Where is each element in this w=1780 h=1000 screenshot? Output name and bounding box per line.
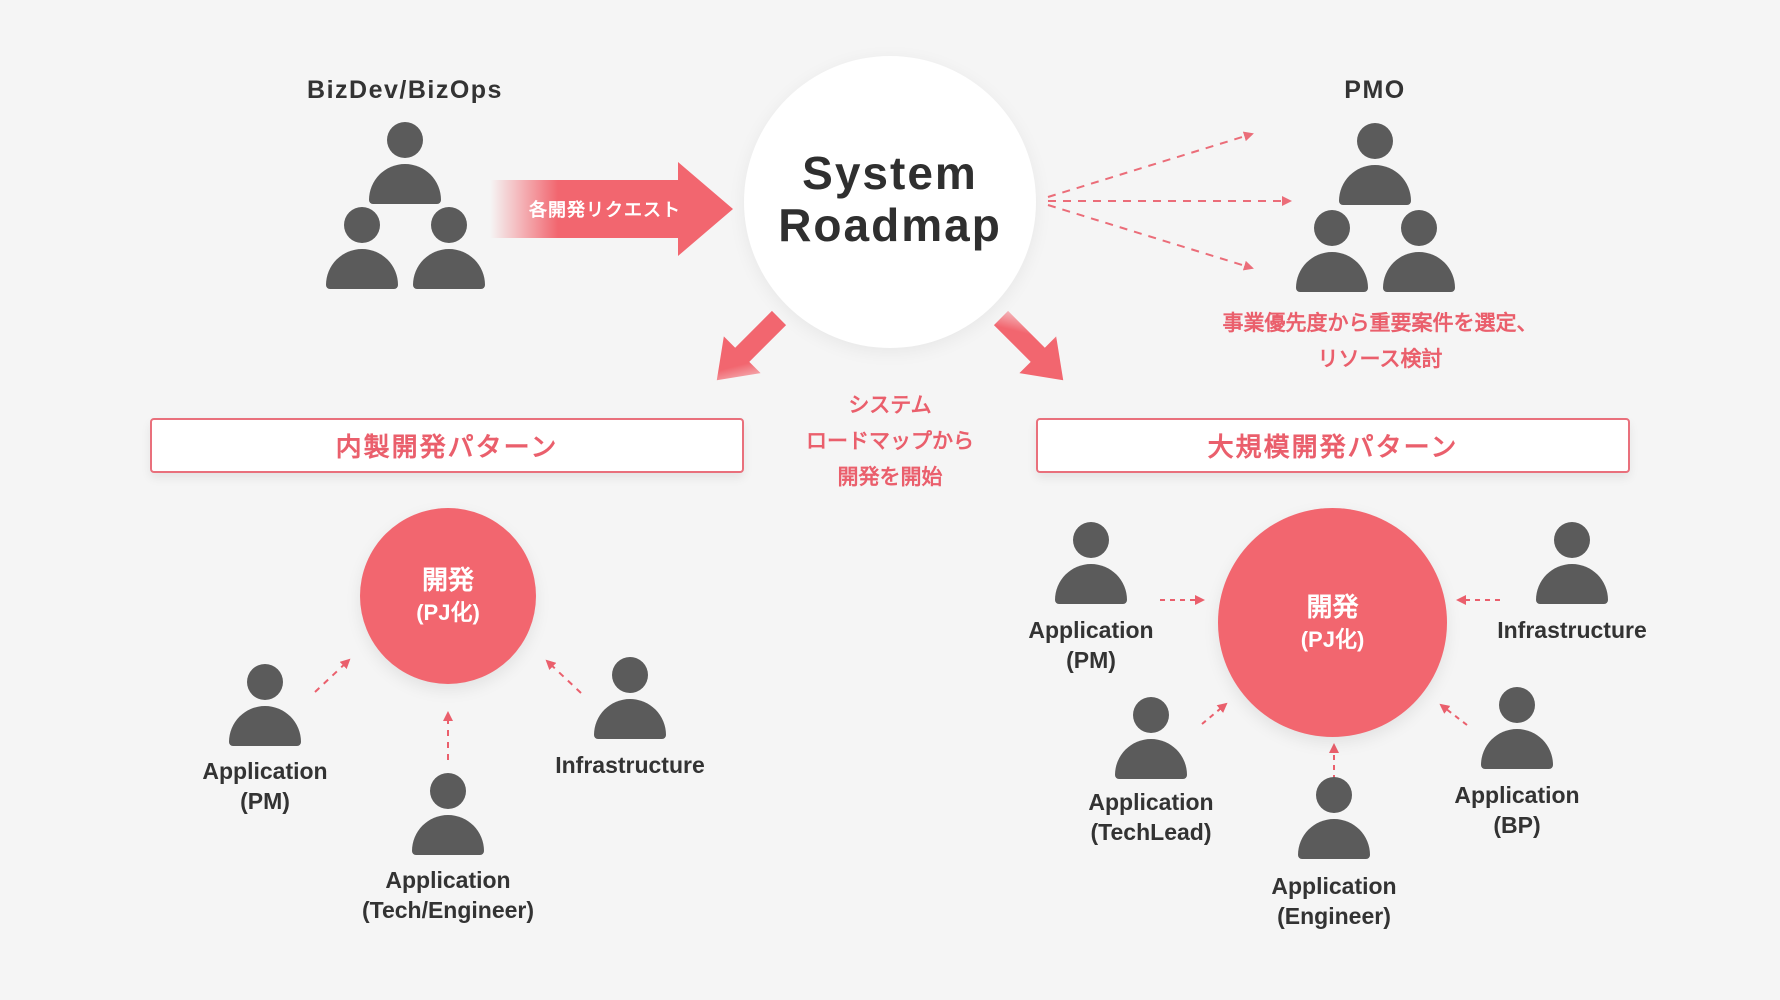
inhouse-role-infra: Infrastructure [555,750,705,780]
person-icon [326,207,398,305]
large-role-techlead: Application (TechLead) [1088,787,1213,847]
roadmap-title-line2: Roadmap [778,199,1002,251]
hub-subtitle: (PJ化) [1300,626,1365,652]
dashed-arrow-large-bp [1439,703,1468,726]
bizdev-title: BizDev/BizOps [307,76,503,104]
large-role-bp: Application (BP) [1454,780,1579,840]
role-label-line1: Application [385,867,511,893]
hub-subtitle: (PJ化) [416,600,480,625]
role-label-line2: (TechLead) [1090,819,1212,845]
person-icon [1339,123,1411,221]
person-icon [413,207,485,305]
role-label-line1: Application [1454,782,1580,808]
role-label-line1: Infrastructure [1497,617,1647,643]
person-icon [369,122,441,220]
arrow-down-right-icon [993,310,1064,381]
large-engineer-person-icon [1298,777,1370,875]
large-techlead-person-icon [1115,697,1187,795]
inhouse-role-engineer: Application (Tech/Engineer) [362,865,534,925]
dashed-arrow-inhouse-pm [314,658,351,693]
inhouse-engineer-person-icon [412,773,484,871]
center-note-line3: 開発を開始 [837,466,943,489]
inhouse-role-pm: Application (PM) [202,756,327,816]
large-role-pm: Application (PM) [1028,615,1153,675]
hub-title: 開発 [1306,591,1359,622]
role-label-line1: Infrastructure [555,752,705,778]
pmo-note-line1: 事業優先度から重要案件を選定、 [1222,312,1538,335]
inhouse-dev-hub: 開発 (PJ化) [360,508,536,684]
hub-title: 開発 [421,565,474,595]
role-label-line1: Application [1088,789,1214,815]
center-note: システム ロードマップから 開発を開始 [806,388,974,496]
inhouse-pattern-header: 内製開発パターン [150,418,744,473]
role-label-line1: Application [1271,873,1397,899]
system-roadmap-node: System Roadmap [744,56,1036,348]
roadmap-title-line1: System [802,147,978,199]
large-role-engineer: Application (Engineer) [1271,871,1396,931]
large-infra-person-icon [1536,522,1608,620]
large-pm-person-icon [1055,522,1127,620]
pmo-title: PMO [1344,76,1406,104]
role-label-line2: (PM) [1066,647,1116,673]
arrow-down-left-icon [716,310,787,381]
dashed-arrow-inhouse-infra [545,659,582,694]
inhouse-infra-person-icon [594,657,666,755]
request-arrow-label: 各開発リクエスト [529,200,681,220]
role-label-line1: Application [1028,617,1154,643]
center-note-line2: ロードマップから [806,430,974,453]
pmo-note-line2: リソース検討 [1317,348,1443,371]
person-icon [1383,210,1455,308]
large-bp-person-icon [1481,687,1553,785]
pmo-note: 事業優先度から重要案件を選定、 リソース検討 [1223,306,1538,378]
large-dev-hub: 開発 (PJ化) [1218,508,1447,737]
inhouse-pm-person-icon [229,664,301,762]
person-icon [1296,210,1368,308]
center-note-line1: システム [848,394,932,417]
large-role-infra: Infrastructure [1497,615,1647,645]
role-label-line1: Application [202,758,328,784]
large-pattern-header: 大規模開発パターン [1036,418,1630,473]
role-label-line2: (Engineer) [1277,903,1391,929]
dashed-arrow-pmo-down [1047,204,1254,271]
dashed-arrow-large-techlead [1201,702,1228,725]
role-label-line2: (Tech/Engineer) [361,897,535,923]
dashed-arrow-pmo-up [1047,131,1254,198]
role-label-line2: (BP) [1493,812,1541,838]
role-label-line2: (PM) [240,788,290,814]
